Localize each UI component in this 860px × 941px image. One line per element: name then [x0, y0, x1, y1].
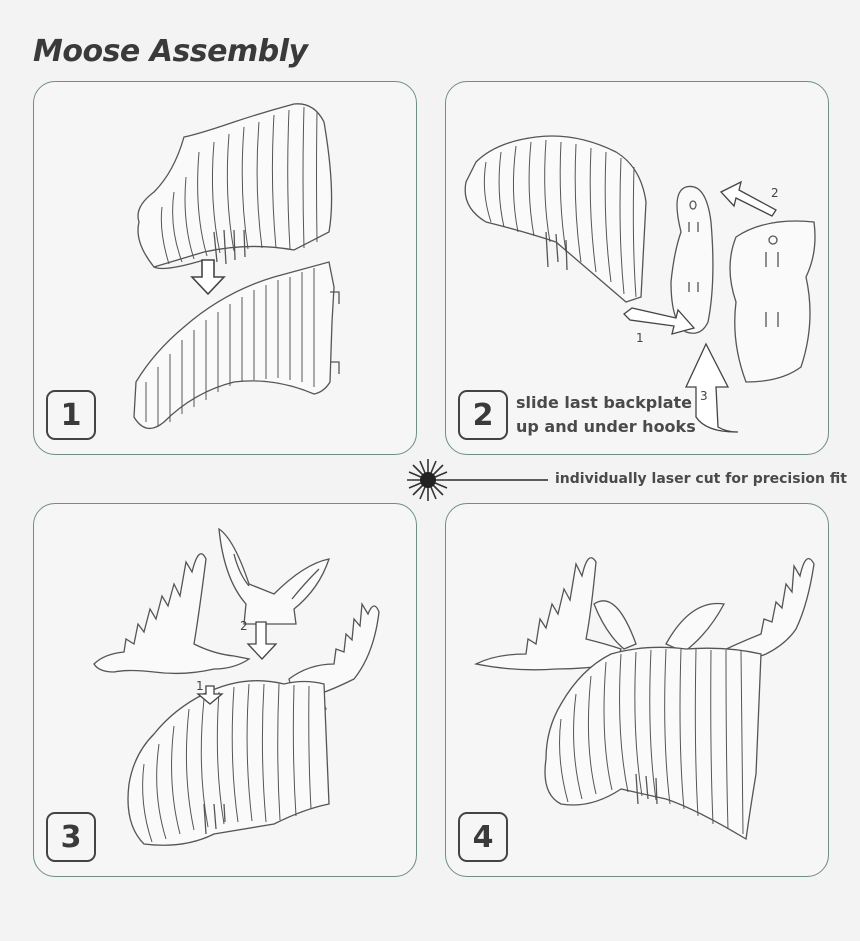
step-2-panel: 1 2 3 2 slide last backplate up and unde… — [445, 81, 829, 455]
laser-note: individually laser cut for precision fit — [555, 471, 847, 487]
laser-star-icon — [407, 459, 548, 501]
step-1-panel: 1 — [33, 81, 417, 455]
arrow-label: 1 — [196, 679, 204, 693]
step-3-panel: 2 1 3 — [33, 503, 417, 877]
arrow-label: 3 — [700, 389, 708, 403]
step-2-illustration: 1 2 3 — [464, 135, 816, 433]
step-number-badge: 2 — [458, 390, 508, 440]
step-1-illustration — [133, 103, 340, 429]
step-2-instruction: slide last backplate up and under hooks — [516, 393, 696, 436]
step-4-panel: 4 — [445, 503, 829, 877]
arrow-label: 1 — [636, 331, 644, 345]
page-title: Moose Assembly — [33, 34, 308, 69]
arrow-label: 2 — [771, 186, 779, 200]
step-number-badge: 1 — [46, 390, 96, 440]
step-3-illustration: 2 1 — [93, 527, 380, 846]
step-number-badge: 4 — [458, 812, 508, 862]
arrow-label: 2 — [240, 619, 248, 633]
step-number-badge: 3 — [46, 812, 96, 862]
step-4-illustration — [474, 557, 815, 841]
